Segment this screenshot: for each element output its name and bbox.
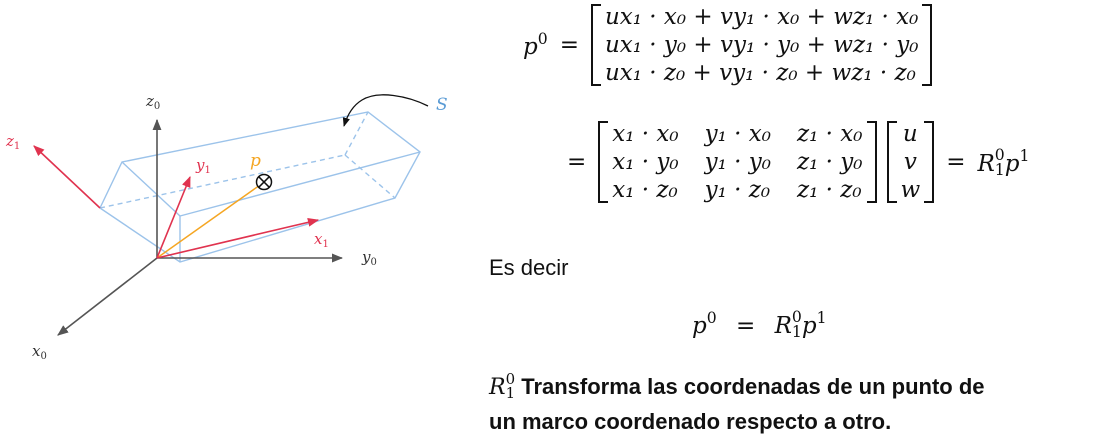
matrix-cell: z₁ · x₀ (797, 121, 863, 147)
matrix-cell: y₁ · z₀ (704, 177, 771, 203)
eq1-row: ux₁ · y₀ + vy₁ · y₀ + wz₁ · y₀ (604, 32, 919, 58)
x1-axis (156, 217, 320, 259)
eq2-matrix-left-bracket (598, 121, 609, 203)
z1-label: z1 (5, 132, 20, 152)
uvw-vector: u v w (897, 121, 925, 203)
frame-1-axes (33, 145, 320, 259)
note-line-2: un marco coordenado respecto a otro. (489, 409, 892, 434)
eq1-lhs: p0 (523, 29, 548, 61)
matrix-cell: z₁ · z₀ (797, 177, 862, 203)
z1-axis (33, 145, 101, 209)
matrix-cell: z₁ · y₀ (797, 149, 863, 175)
eq2-matrix-right-bracket (866, 121, 877, 203)
s-label: S (436, 95, 448, 115)
y1-axis (156, 175, 191, 259)
rotation-matrix: x₁ · x₀ y₁ · x₀ z₁ · x₀ x₁ · y₀ y₁ · y₀ … (608, 121, 866, 203)
x0-axis (57, 257, 158, 336)
y0-label: y0 (361, 248, 377, 268)
eq1-equals: = (559, 32, 579, 58)
body-box (99, 111, 421, 263)
eq1-left-bracket (590, 4, 601, 86)
matrix-cell: y₁ · x₀ (704, 121, 771, 147)
eq2-vector-left-bracket (886, 121, 897, 203)
equation-matrix-product: = x₁ · x₀ y₁ · x₀ z₁ · x₀ x₁ · y₀ y₁ · y… (555, 121, 1029, 203)
matrix-cell: x₁ · x₀ (612, 121, 679, 147)
point-p-icon (255, 173, 273, 191)
frame-diagram: z0 y0 x0 z1 y1 x1 p S (5, 92, 448, 362)
vector-cell: u (902, 121, 918, 147)
eq1-row: ux₁ · z₀ + vy₁ · z₀ + wz₁ · z₀ (604, 60, 916, 86)
x1-label: x1 (314, 230, 329, 250)
es-decir-text: Es decir (489, 255, 569, 280)
p-vector (156, 184, 261, 259)
y1-label: y1 (195, 156, 211, 176)
matrix-cell: x₁ · y₀ (612, 149, 679, 175)
p-label: p (250, 151, 261, 171)
equation-expanded: p0 = ux₁ · x₀ + vy₁ · x₀ + wz₁ · x₀ ux₁ … (523, 4, 933, 86)
matrix-cell: x₁ · z₀ (612, 177, 678, 203)
eq1-right-bracket (922, 4, 933, 86)
vector-cell: v (903, 149, 917, 175)
x0-label: x0 (32, 342, 47, 362)
eq1-row: ux₁ · x₀ + vy₁ · x₀ + wz₁ · x₀ (604, 4, 919, 30)
vector-cell: w (900, 177, 921, 203)
eq2-vector-right-bracket (924, 121, 935, 203)
s-pointer-arrow (342, 94, 429, 127)
z0-label: z0 (145, 92, 160, 112)
eq1-column: ux₁ · x₀ + vy₁ · x₀ + wz₁ · x₀ ux₁ · y₀ … (601, 4, 922, 86)
eq2-equals: = (567, 149, 587, 175)
frame-0-axes (57, 118, 344, 336)
matrix-cell: y₁ · y₀ (704, 149, 771, 175)
note-line-1: Transforma las coordenadas de un punto d… (521, 374, 985, 399)
eq2-equals-2: = (946, 149, 966, 175)
